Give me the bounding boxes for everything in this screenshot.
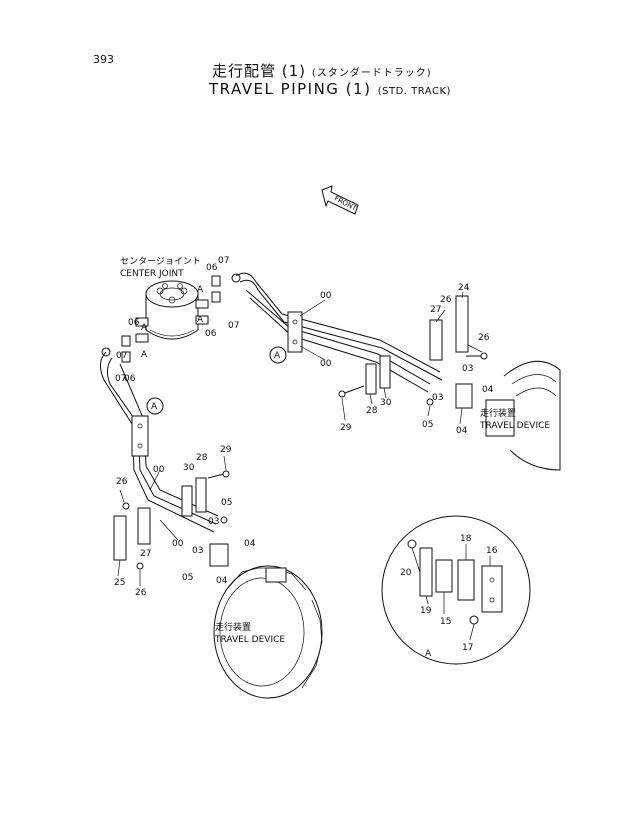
part-number-03: 03 xyxy=(208,517,219,527)
center-joint-label-ja: センタージョイント xyxy=(120,256,201,267)
part-number-27: 27 xyxy=(140,549,151,559)
part-number-26: 26 xyxy=(116,477,128,487)
leader-lines xyxy=(117,291,491,641)
part-number-00: 00 xyxy=(153,465,165,475)
part-number-labels: 07 06 07 06 06 07 07 06 00 00 24 26 27 2… xyxy=(114,256,498,653)
part-number-07: 07 xyxy=(218,256,229,266)
travel-device-lower xyxy=(213,565,323,699)
part-number-04: 04 xyxy=(216,576,228,586)
part-number-15: 15 xyxy=(440,617,451,627)
part-number-03: 03 xyxy=(192,546,203,556)
view-marker-a-upper xyxy=(269,346,287,364)
part-number-07: 07 xyxy=(116,351,127,361)
part-number-27: 27 xyxy=(430,305,441,315)
part-number-06: 06 xyxy=(128,318,140,328)
part-number-00: 00 xyxy=(320,359,332,369)
upper-hoses xyxy=(235,272,443,393)
center-joint xyxy=(135,280,209,343)
travel-device-upper-label-en: TRAVEL DEVICE xyxy=(479,421,550,431)
view-a-detail xyxy=(381,515,531,665)
part-number-30: 30 xyxy=(183,463,195,473)
part-number-03: 03 xyxy=(432,393,443,403)
part-number-03: 03 xyxy=(462,364,473,374)
part-number-04: 04 xyxy=(244,539,256,549)
page-number: 393 xyxy=(93,53,114,66)
callout-a-1: A xyxy=(197,285,204,295)
title-ja-sub: (スタンダードトラック) xyxy=(311,68,432,79)
part-number-29: 29 xyxy=(340,423,352,433)
left-hoses xyxy=(100,351,219,533)
lower-clamps xyxy=(113,470,230,570)
part-number-28: 28 xyxy=(366,406,378,416)
part-number-05: 05 xyxy=(422,420,433,430)
part-number-19: 19 xyxy=(420,606,432,616)
part-number-06: 06 xyxy=(124,374,136,384)
part-number-06: 06 xyxy=(206,263,218,273)
part-number-25: 25 xyxy=(114,578,125,588)
part-number-30: 30 xyxy=(380,398,392,408)
fittings-center xyxy=(101,273,241,363)
part-number-05: 05 xyxy=(221,498,232,508)
part-number-00: 00 xyxy=(320,291,332,301)
callout-a-4: A xyxy=(141,350,148,360)
title-english: TRAVEL PIPING (1) (STD. TRACK) xyxy=(209,80,451,98)
part-number-05: 05 xyxy=(182,573,193,583)
front-arrow: FRONT xyxy=(321,185,359,215)
travel-device-upper-label-ja: 走行装置 xyxy=(480,407,516,419)
part-number-06: 06 xyxy=(205,329,217,339)
upper-right-clamps xyxy=(338,295,488,409)
part-number-07: 07 xyxy=(115,374,126,384)
travel-device-lower-label-en: TRAVEL DEVICE xyxy=(214,635,285,645)
part-number-26: 26 xyxy=(440,295,452,305)
part-number-00: 00 xyxy=(172,539,184,549)
part-number-24: 24 xyxy=(458,283,470,293)
travel-device-lower-label-ja: 走行装置 xyxy=(215,621,251,633)
part-number-18: 18 xyxy=(460,534,472,544)
part-number-07: 07 xyxy=(228,321,239,331)
part-number-28: 28 xyxy=(196,453,208,463)
travel-device-upper xyxy=(485,360,561,471)
callout-a-3: A xyxy=(141,323,148,333)
part-number-20: 20 xyxy=(400,568,412,578)
view-marker-a-detail-label: A xyxy=(425,649,432,659)
part-number-17: 17 xyxy=(462,643,473,653)
part-number-26: 26 xyxy=(135,588,147,598)
title-en-main: TRAVEL PIPING (1) xyxy=(209,80,372,98)
part-number-26: 26 xyxy=(478,333,490,343)
callout-a-2: A xyxy=(197,315,204,325)
center-joint-label-en: CENTER JOINT xyxy=(120,269,184,279)
view-marker-a-left xyxy=(146,397,164,415)
view-marker-a-upper-label: A xyxy=(274,351,281,361)
part-number-29: 29 xyxy=(220,445,232,455)
part-number-04: 04 xyxy=(456,426,468,436)
view-marker-a-left-label: A xyxy=(151,402,158,412)
part-number-16: 16 xyxy=(486,546,498,556)
title-japanese: 走行配管 (1) (スタンダードトラック) xyxy=(212,60,432,81)
title-en-sub: (STD. TRACK) xyxy=(377,86,451,97)
title-ja-main: 走行配管 (1) xyxy=(212,62,307,80)
part-number-04: 04 xyxy=(482,385,494,395)
